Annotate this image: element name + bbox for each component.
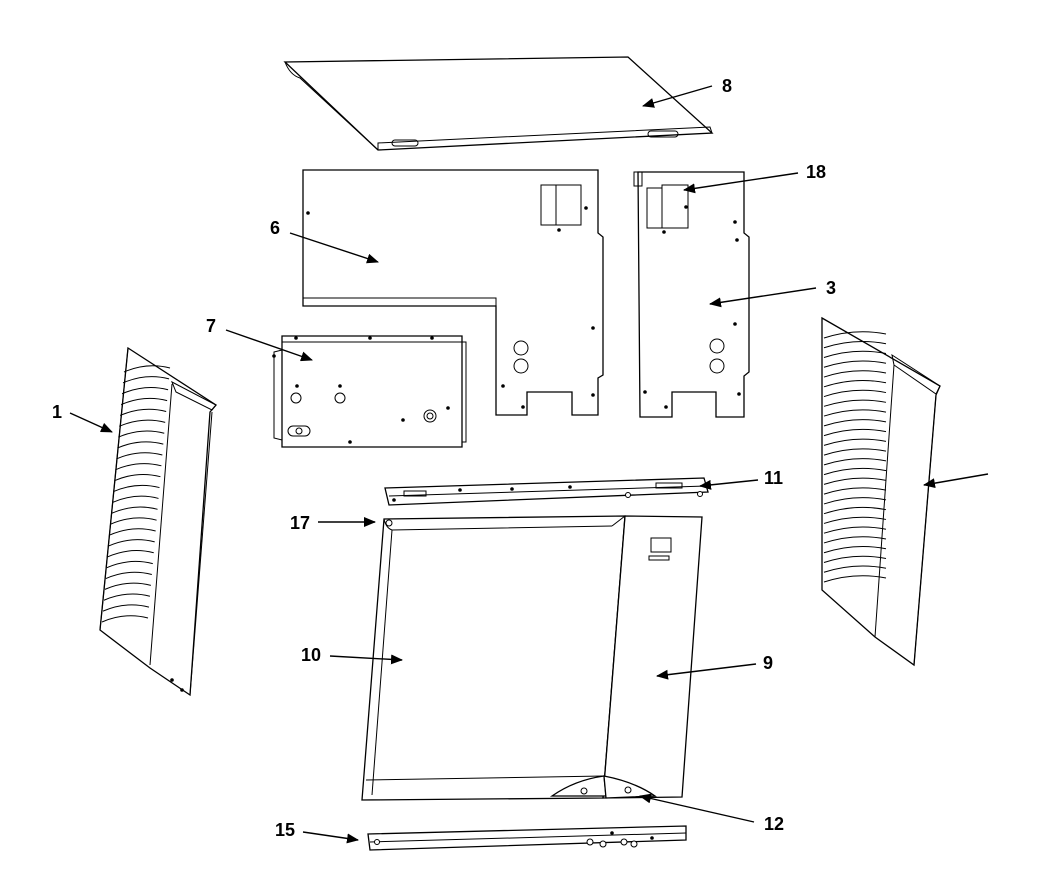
callout-11: 11 [764, 468, 783, 488]
louver-slat [110, 517, 157, 525]
louver-slat [103, 593, 151, 601]
leader-18 [683, 172, 799, 194]
callout-7: 7 [206, 316, 216, 336]
leader-3 [709, 287, 817, 308]
part-right-side-panel [633, 171, 750, 418]
louver-slat [823, 575, 887, 583]
callout-8: 8 [722, 76, 732, 96]
louver-slat [111, 506, 158, 514]
part-handle-trim [549, 775, 657, 799]
louver-slat [823, 497, 887, 505]
part-top-rail [384, 477, 709, 506]
louver-slat [109, 528, 156, 536]
louver-slat [823, 380, 887, 388]
louver-slat [823, 448, 887, 456]
callout-10: 10 [301, 645, 321, 665]
leader-15 [302, 831, 359, 844]
louver-slat [113, 484, 160, 493]
louver-slat [114, 473, 161, 482]
louver-slat [823, 370, 887, 378]
callout-12: 12 [764, 814, 784, 834]
leader-10 [329, 654, 403, 665]
louver-slat [104, 582, 151, 590]
louver-slat [823, 565, 887, 573]
louver-slat [106, 560, 153, 569]
louver-slat [823, 477, 887, 485]
louver-slat [823, 389, 887, 398]
louver-slat [823, 360, 887, 368]
louver-slat [823, 526, 887, 534]
louver-slat [823, 409, 887, 417]
leader-12 [639, 793, 755, 823]
left-louvers [101, 365, 171, 623]
callout-17: 17 [290, 513, 310, 533]
louver-slat [122, 376, 170, 384]
louver-slat [119, 408, 167, 416]
louver-slat [823, 555, 887, 563]
louver-slat [119, 419, 166, 427]
leader-1 [69, 412, 113, 433]
leader-7 [225, 329, 313, 362]
leader-9 [656, 663, 757, 680]
louver-slat [117, 441, 164, 449]
leader-8 [642, 85, 713, 108]
part-back-panel [302, 169, 604, 416]
callout-6: 6 [270, 218, 280, 238]
part-front-door-left [361, 515, 626, 801]
right-louvers [823, 331, 887, 583]
louver-slat [102, 604, 150, 612]
louver-slat [121, 386, 169, 395]
louver-slat [823, 536, 887, 544]
louver-slat [823, 428, 887, 437]
leader-lines [69, 85, 989, 844]
louver-slat [108, 539, 155, 547]
louver-slat [823, 467, 887, 476]
louver-slat [823, 419, 887, 427]
louver-slat [112, 495, 159, 503]
part-right-louvered-panel [821, 316, 941, 667]
leader-right-panel [923, 473, 989, 489]
part-front-door-right [602, 515, 703, 799]
leader-11 [699, 479, 759, 490]
louver-slat [105, 571, 152, 579]
louver-slat [823, 350, 887, 358]
louver-slat [115, 463, 162, 471]
louver-slat [823, 506, 887, 515]
louver-slat [823, 438, 887, 446]
part-left-louvered-panel [99, 346, 217, 697]
louver-slat [823, 487, 887, 495]
louver-slat [823, 399, 887, 407]
louver-slat [823, 545, 887, 554]
louver-slat [116, 452, 163, 460]
callout-9: 9 [763, 653, 773, 673]
louver-slat [118, 430, 165, 438]
leader-6 [289, 232, 379, 264]
louver-slat [823, 458, 887, 466]
louver-slat [823, 341, 887, 349]
callout-1: 1 [52, 402, 62, 422]
callout-3: 3 [826, 278, 836, 298]
louver-slat [101, 615, 149, 623]
callout-15: 15 [275, 820, 295, 840]
louver-slat [123, 365, 171, 373]
louver-slat [823, 516, 887, 524]
louver-slat [107, 550, 154, 558]
louver-slat [120, 397, 168, 406]
part-control-panel [272, 335, 467, 448]
louver-slat [823, 331, 887, 339]
part-bottom-rail [367, 825, 687, 851]
callout-18: 18 [806, 162, 826, 182]
part-top-cover [283, 56, 714, 151]
